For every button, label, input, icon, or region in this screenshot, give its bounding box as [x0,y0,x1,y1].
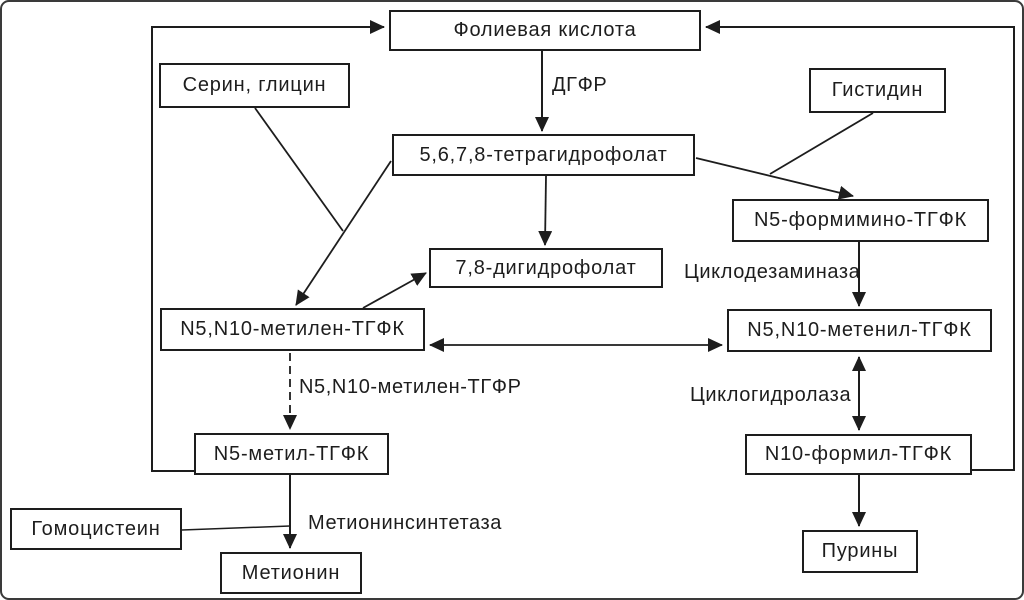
edge-serine-join [254,107,344,232]
edge-formyl-to-folic-feedback [705,20,1015,471]
edge-label-cyclohydrolase: Циклогидролаза [690,384,852,406]
edge-histidine-join [769,112,874,175]
edge-label-methylene-thfr: N5,N10-метилен-ТГФР [299,376,522,398]
node-formimino-thfa: N5-формимино-ТГФК [732,199,989,242]
edge-label-methionine-synthetase: Метионинсинтетаза [308,512,502,534]
node-methylene-thfa: N5,N10-метилен-ТГФК [160,308,425,351]
edge-label-dgfr: ДГФР [552,74,608,96]
edge-thf-to-dhf [538,175,553,246]
node-methenyl-thfa: N5,N10-метенил-ТГФК [727,309,992,352]
node-methionine: Метионин [220,552,362,594]
node-homocysteine: Гомоцистеин [10,508,182,550]
edge-thf-to-formimino [695,157,854,200]
node-histidine: Гистидин [809,68,946,113]
node-formyl-thfa: N10-формил-ТГФК [745,434,972,475]
node-serine-glycine: Серин, глицин [159,63,350,108]
edge-thf-to-methylene [295,160,392,306]
node-tetrahydrofolate: 5,6,7,8-тетрагидрофолат [392,134,695,176]
edge-label-cyclodeaminase: Циклодезаминаза [684,261,861,283]
node-folic-acid: Фолиевая кислота [389,10,701,51]
node-purines: Пурины [802,530,918,573]
edge-methyl-to-folic-feedback [151,20,385,472]
node-dihydrofolate: 7,8-дигидрофолат [429,248,663,288]
edge-homocysteine-join [181,525,291,531]
node-methyl-thfa: N5-метил-ТГФК [194,433,389,475]
edge-methylene-to-dhf [362,272,427,309]
